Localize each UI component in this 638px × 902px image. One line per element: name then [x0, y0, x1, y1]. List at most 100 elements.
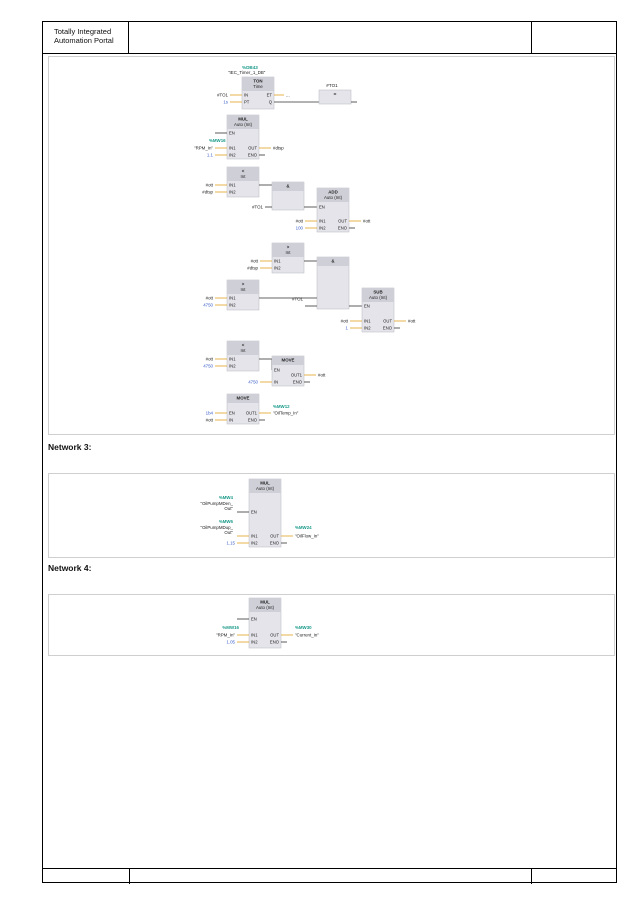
sub1-in2-pin-label: IN2: [364, 326, 371, 331]
n4-mul-block-header: [249, 598, 281, 612]
sub1-out-pin-label: OUT: [383, 319, 392, 324]
move2-out-pin-label: OUT1: [246, 411, 258, 416]
n3-mul-out-pin-label: OUT: [270, 534, 279, 539]
and1-in2-var: #TO1: [252, 205, 263, 210]
footer-divider-right: [531, 869, 532, 884]
mul1-in2-in-value: 1.1: [207, 153, 214, 158]
coil-box: [318, 89, 352, 105]
ton-et-pin-label: ET: [267, 93, 273, 98]
add1-eno-pin-label: ENO: [338, 226, 348, 231]
add1-in2-in-value: 100: [296, 226, 304, 231]
move2-en-pin-label: EN: [229, 411, 235, 416]
sub1-eno-pin-label: ENO: [383, 326, 393, 331]
n3-mul-in1b-name-1: "OilPumpMDup_: [200, 525, 233, 530]
cmp1-block-title-1: Int: [241, 174, 247, 179]
add1-en-pin-label: EN: [319, 205, 325, 210]
n3-mul-in1-name-2: Out": [224, 506, 233, 511]
add1-in1-pin-label: IN1: [319, 219, 326, 224]
mul1-in1-address: %MW16: [209, 138, 226, 143]
cmp4-block-title-1: Int: [241, 348, 247, 353]
and1-block-header: [272, 182, 304, 191]
cmp4-block-header: [227, 341, 259, 355]
cmp1-in1-in-value: #ott: [206, 183, 214, 188]
n3-mul-in1b-name-2: Out": [224, 530, 233, 535]
add1-block-header: [317, 188, 349, 202]
mul1-out-out-value: #dtsp: [273, 146, 284, 151]
n4-mul-in1-in-value: "RPM_In": [216, 633, 235, 638]
mul1-out-pin-label: OUT: [248, 146, 257, 151]
cmp3-block-title-1: Int: [241, 287, 247, 292]
cmp2-in2-pin-label: IN2: [274, 266, 281, 271]
move1-out-pin-label: OUT1: [291, 373, 303, 378]
cmp2-block-title-0: >: [287, 245, 290, 250]
sub1-block-title-0: SUB: [373, 290, 382, 295]
mul1-block-header: [227, 115, 259, 129]
cmp3-in1-pin-label: IN1: [229, 296, 236, 301]
cmp2-in1-in-value: #ott: [251, 259, 259, 264]
n4-mul-in2-in-value: 1.05: [226, 640, 235, 645]
add1-in1-in-value: #ott: [296, 219, 304, 224]
cmp4-block-title-0: <: [242, 343, 245, 348]
move2-eno-pin-label: ENO: [248, 418, 258, 423]
n4-mul-in2-pin-label: IN2: [251, 640, 258, 645]
move2-out-address: %MW12: [273, 404, 290, 409]
cmp1-block-header: [227, 167, 259, 181]
n4-mul-out-pin-label: OUT: [270, 633, 279, 638]
add1-out-out-value: #ott: [363, 219, 371, 224]
add1-block-title-0: ADD: [328, 190, 338, 195]
n3-mul-in1-address: %MW4: [219, 495, 234, 500]
sub1-in2-in-value: 1: [346, 326, 349, 331]
move2-out-out-value: "OilTemp_In": [273, 411, 299, 416]
n3-mul-eno-pin-label: ENO: [270, 541, 280, 546]
mul1-in1-pin-label: IN1: [229, 146, 236, 151]
network-2-diagram: %DB43"IEC_Timer_1_DB"TONTimeINPTETQ#TO11…: [194, 65, 416, 425]
add1-out-pin-label: OUT: [338, 219, 347, 224]
coil-symbol: =: [334, 92, 337, 98]
sub1-out-out-value: #ott: [408, 319, 416, 324]
ton-q-pin-label: Q: [269, 100, 273, 105]
and2-block-header: [317, 257, 349, 266]
portal-title: Totally Integrated Automation Portal: [43, 22, 129, 53]
ton-block-title-1: Time: [253, 84, 263, 89]
coil-var: #TO1: [326, 83, 338, 88]
cmp4-in1-in-value: #ott: [206, 357, 214, 362]
report-page: Totally Integrated Automation Portal %DB…: [42, 21, 617, 884]
n3-mul-in1b-address: %MW6: [219, 519, 234, 524]
ton-pt-in-value: 1s: [223, 100, 228, 105]
cmp2-in2-in-value: #dtsp: [247, 266, 258, 271]
timer-address: %DB43: [242, 65, 258, 70]
move2-block-title-0: MOVE: [237, 396, 250, 401]
n3-mul-in2-in-value: 1.15: [226, 541, 235, 546]
header-divider: [531, 22, 532, 53]
ton-in-in-value: #TO1: [217, 93, 228, 98]
mul1-en-pin-label: EN: [229, 131, 235, 136]
n3-mul-out-out-value: "OilFlow_In": [295, 534, 319, 539]
cmp2-in1-pin-label: IN1: [274, 259, 281, 264]
and2-block-title-0: &: [331, 259, 335, 264]
n3-mul-block-header: [249, 479, 281, 493]
mul1-block-title-0: MUL: [238, 117, 248, 122]
move1-in-pin-label: IN: [274, 380, 278, 385]
ton-in-pin-label: IN: [244, 93, 248, 98]
mul1-block-title-1: Auto (Int): [234, 122, 253, 127]
move2-in-in-value: #ott: [206, 418, 214, 423]
n3-mul-out-address: %MW24: [295, 525, 312, 530]
n4-mul-in1-pin-label: IN1: [251, 633, 258, 638]
cmp2-block-header: [272, 243, 304, 257]
move1-out-out-value: #ott: [318, 373, 326, 378]
n4-mul-eno-pin-label: ENO: [270, 640, 280, 645]
and2-in3-var: #TO1: [292, 297, 303, 302]
ton-block-header: [242, 77, 274, 91]
page-footer: [43, 868, 616, 884]
cmp4-in1-pin-label: IN1: [229, 357, 236, 362]
mul1-in1-in-value: "RPM_In": [194, 146, 213, 151]
add1-in2-pin-label: IN2: [319, 226, 326, 231]
cmp3-in2-in-value: 4750: [203, 303, 213, 308]
cmp2-block-title-1: Int: [286, 250, 292, 255]
n4-mul-out-address: %MW30: [295, 625, 312, 630]
cmp3-in1-in-value: #ott: [206, 296, 214, 301]
